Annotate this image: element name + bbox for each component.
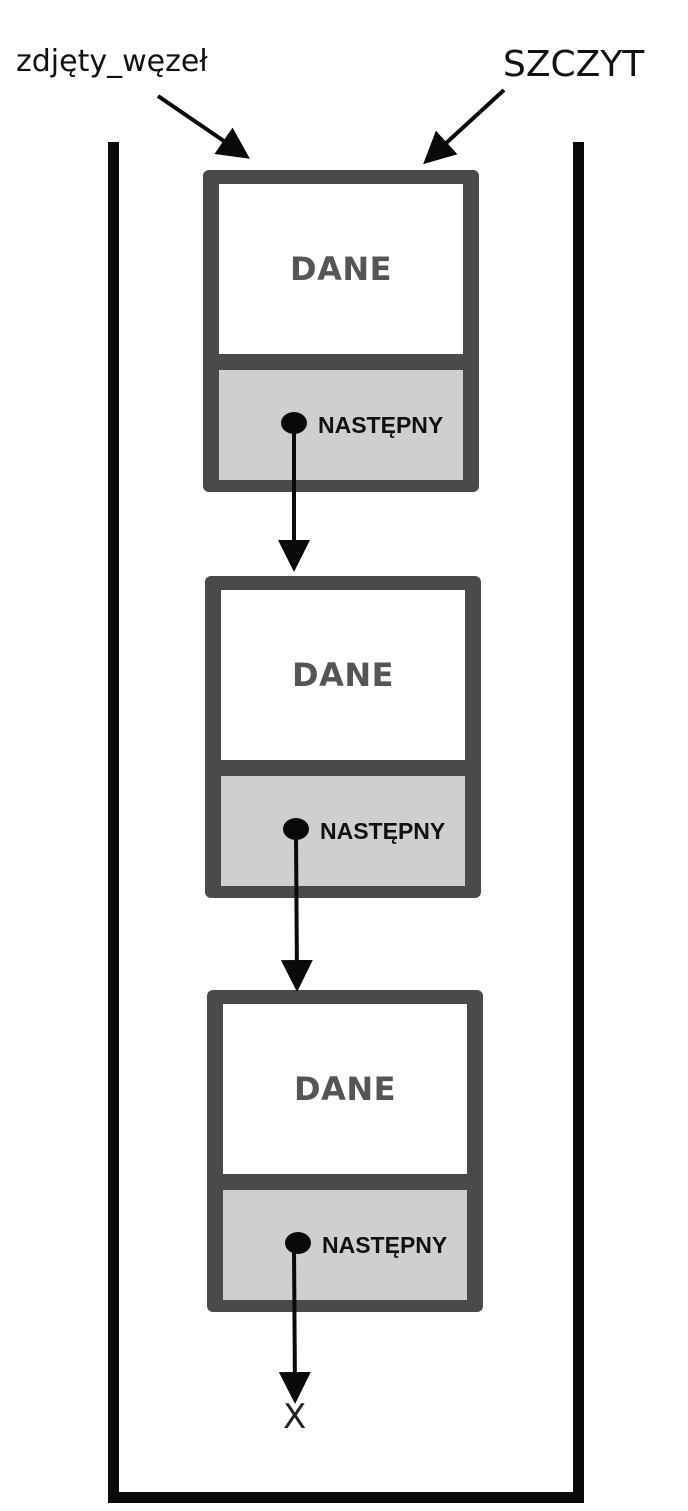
next-pointer-dot-icon — [281, 412, 307, 434]
node-data-label: DANE — [294, 1070, 396, 1108]
removed-node-label: zdjęty_węzeł — [16, 44, 208, 79]
stack-container — [108, 142, 584, 1503]
null-end-label: X — [283, 1397, 307, 1437]
node-next-cell: NASTĘPNY — [221, 776, 465, 886]
node-next-label: NASTĘPNY — [320, 818, 446, 844]
node-next-cell: NASTĘPNY — [219, 370, 463, 480]
node-next-label: NASTĘPNY — [318, 412, 444, 438]
stack-node-1: DANE NASTĘPNY — [203, 170, 479, 492]
node-data-label: DANE — [290, 250, 392, 288]
top-pointer-label: SZCZYT — [503, 44, 645, 85]
node-data-label: DANE — [292, 656, 394, 694]
node-data-cell: DANE — [221, 590, 465, 760]
node-next-cell: NASTĘPNY — [223, 1190, 467, 1300]
node-next-label: NASTĘPNY — [322, 1232, 448, 1258]
next-pointer-dot-icon — [283, 818, 309, 840]
node-data-cell: DANE — [223, 1004, 467, 1174]
stack-node-2: DANE NASTĘPNY — [205, 576, 481, 898]
next-pointer-dot-icon — [285, 1232, 311, 1254]
node-data-cell: DANE — [219, 184, 463, 354]
stack-node-3: DANE NASTĘPNY — [207, 990, 483, 1312]
